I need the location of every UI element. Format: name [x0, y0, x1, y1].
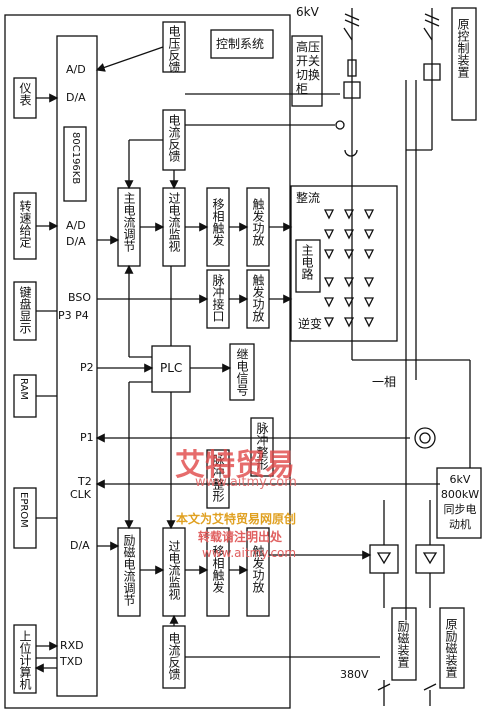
- trigger-amp-low-label: 触发功放: [251, 545, 265, 593]
- orig-excite-box: [439, 607, 465, 689]
- port-rxd: RXD: [60, 639, 84, 652]
- fuse: [347, 59, 357, 77]
- relay-sig-label: 继电信号: [235, 348, 249, 396]
- main-circuit-box: [295, 239, 321, 293]
- port-t2: T2: [78, 475, 92, 488]
- keypad-label: 键盘显示: [18, 286, 32, 334]
- eprom-label: EPROM: [18, 492, 29, 528]
- excite-thy-b: [415, 544, 445, 574]
- one-phase-label: 一相: [372, 375, 397, 389]
- hv-label: 6kV: [296, 5, 319, 19]
- current-transformer: [414, 427, 436, 449]
- ram-label: RAM: [18, 378, 29, 401]
- overcurr-low-label: 过电流监视: [167, 540, 181, 600]
- inverter-label: 逆变: [298, 317, 323, 331]
- curr-fb-top-label: 电流反馈: [167, 114, 181, 162]
- mcu-box: [56, 35, 98, 697]
- port-da-mid: D/A: [66, 235, 86, 248]
- motor-box: [436, 467, 482, 539]
- watermark-url2: www.aitmy.com: [202, 546, 297, 560]
- orig-switch: [423, 63, 441, 81]
- pulse-shape-a-label: 脉冲整形: [255, 422, 269, 470]
- excite-dev-label: 励磁装置: [396, 620, 410, 668]
- excite-reg-label: 励磁电流调节: [122, 534, 136, 606]
- pulse-shape-a-box: [250, 417, 274, 477]
- pulse-shape-b-label: 脉冲整形: [211, 454, 225, 502]
- port-ad-top: A/D: [66, 63, 86, 76]
- plc-label: PLC: [160, 361, 183, 375]
- phase-shift-low-label: 移相触发: [211, 545, 225, 593]
- port-da-low: D/A: [70, 539, 90, 552]
- port-txd: TXD: [60, 655, 83, 668]
- diagram-title: 控制系统: [216, 37, 265, 51]
- curr-fb-low-label: 电流反馈: [167, 632, 181, 680]
- bridge-frame: [290, 185, 398, 342]
- speed-set-label: 转速给定: [18, 200, 32, 248]
- port-da-top: D/A: [66, 91, 86, 104]
- motor-label: 6kV 800kW 同步电动机: [440, 473, 480, 531]
- excite-dev-box: [391, 607, 417, 681]
- lv-label: 380V: [340, 668, 369, 681]
- title-box: [210, 29, 274, 59]
- port-ad-mid: A/D: [66, 219, 86, 232]
- watermark-brand: 艾特贸易: [175, 448, 295, 483]
- mcu-label-box: [63, 126, 87, 202]
- host-pc-box: [13, 624, 37, 694]
- rectifier-label: 整流: [296, 191, 321, 205]
- meter-label: 仪表: [18, 82, 32, 106]
- orig-ctrl-label: 原控制装置: [456, 18, 470, 78]
- hv-switch-box: [291, 35, 323, 107]
- excite-thy-a: [369, 544, 399, 574]
- main-circuit-label: 主电路: [300, 244, 314, 280]
- port-clk: CLK: [70, 488, 92, 501]
- orig-ctrl-box: [451, 7, 477, 121]
- port-p1: P1: [80, 431, 94, 444]
- phase-shift-top-label: 移相触发: [211, 198, 225, 246]
- watermark-line1: 本文为艾特贸易网原创: [176, 512, 297, 526]
- main-curr-reg-label: 主电流调节: [122, 192, 136, 252]
- hv-switch-label: 高压开关切换柜: [296, 40, 321, 96]
- hv-switch: [343, 81, 361, 99]
- overcurr-top-label: 过电流监视: [167, 192, 181, 252]
- port-p2: P2: [80, 361, 94, 374]
- host-pc-label: 上位计算机: [18, 630, 32, 690]
- mcu-label: 80C196KB: [70, 132, 81, 185]
- thyristor-bank: [323, 209, 375, 328]
- port-p3p4: P3 P4: [58, 309, 89, 322]
- orig-excite-label: 原励磁装置: [444, 618, 458, 678]
- volt-fb-label: 电压反馈: [167, 25, 181, 73]
- watermark-url: www.aitmy.com: [195, 475, 297, 490]
- trigger-amp-top-label: 触发功放: [251, 198, 265, 246]
- watermark-line2: 转载请注明出处: [198, 530, 283, 544]
- pulse-if-label: 脉冲接口: [211, 274, 225, 322]
- trigger-amp-mid-label: 触发功放: [251, 274, 265, 322]
- port-bso: BSO: [68, 291, 91, 304]
- pulse-shape-b-box: [206, 449, 230, 509]
- control-system-frame: [4, 14, 291, 709]
